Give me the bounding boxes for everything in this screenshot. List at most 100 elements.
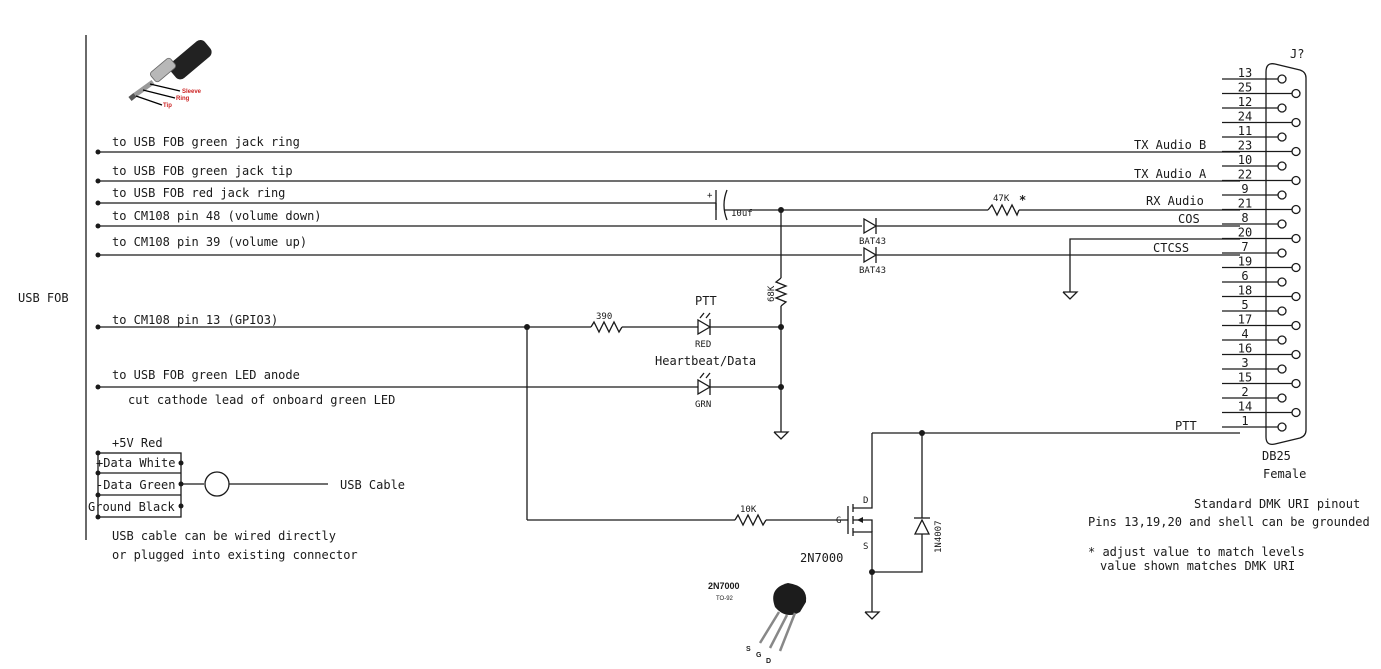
db25-pin-number: 11 (1238, 124, 1252, 138)
db25-pin-hole (1277, 190, 1287, 200)
db25-pin-hole (1277, 161, 1287, 171)
wire-label: to CM108 pin 13 (GPIO3) (112, 313, 278, 327)
mosfet-gate-label: G (836, 516, 841, 526)
db25-pin-hole (1277, 277, 1287, 287)
cap-value-label: 10uf (731, 209, 753, 219)
mosfet-drain-label: D (863, 496, 868, 506)
led-grn-color: GRN (695, 400, 711, 410)
db25-pin-hole (1291, 291, 1301, 302)
db25-pin-hole (1291, 233, 1301, 244)
heartbeat-led-path (98, 372, 781, 396)
pkg-name: 2N7000 (708, 581, 740, 591)
connector-sub: Female (1263, 467, 1306, 481)
cap-plus-label: + (707, 191, 713, 201)
ptt-output-path (872, 430, 1240, 573)
cos-path (98, 217, 1240, 235)
mosfet-name: 2N7000 (800, 551, 843, 565)
db25-pin-number: 24 (1238, 110, 1252, 124)
wire-label: to CM108 pin 39 (volume up) (112, 235, 307, 249)
wire-label: to USB FOB red jack ring (112, 186, 285, 200)
signal-ptt: PTT (1175, 419, 1197, 433)
signal-tx-audio-b: TX Audio B (1134, 138, 1206, 152)
db25-pin-number: 17 (1238, 313, 1252, 327)
led-red-color: RED (695, 340, 711, 350)
db25-pin-hole (1277, 335, 1287, 345)
signal-rx-audio: RX Audio (1146, 194, 1204, 208)
signal-cos: COS (1178, 212, 1200, 226)
db25-pin-hole (1277, 364, 1287, 374)
usb-note-line2: or plugged into existing connector (112, 548, 358, 562)
cut-cathode-note: cut cathode lead of onboard green LED (128, 393, 395, 407)
wire-label: to USB FOB green jack ring (112, 135, 300, 149)
wire-endpoints (95, 149, 101, 390)
db25-pin-number: 6 (1241, 269, 1248, 283)
signal-ctcss: CTCSS (1153, 241, 1189, 255)
db25-pin-number: 2 (1241, 385, 1248, 399)
ctcss-path (98, 246, 1240, 264)
connector-ref: J? (1290, 47, 1304, 61)
db25-pin-number: 1 (1241, 414, 1248, 428)
bus-68k (773, 210, 790, 440)
db25-pin-hole (1277, 422, 1287, 432)
db25-pin-hole (1291, 349, 1301, 360)
db25-pin-number: 15 (1238, 371, 1252, 385)
db25-pin-hole (1277, 132, 1287, 142)
db25-pin-hole (1277, 219, 1287, 229)
usb-pin-label: Ground Black (88, 500, 175, 514)
db25-pin-number: 3 (1241, 356, 1248, 370)
note-adjust1: * adjust value to match levels (1088, 545, 1305, 559)
db25-pin-hole (1291, 262, 1301, 273)
db25-pins: 1325122411231022921820719618517416315214… (1222, 66, 1301, 432)
db25-pin-number: 9 (1241, 182, 1248, 196)
db25-pin-number: 20 (1238, 226, 1252, 240)
db25-pin-number: 22 (1238, 168, 1252, 182)
db25-pin-hole (1291, 320, 1301, 331)
db25-pin-number: 5 (1241, 298, 1248, 312)
diode2-label: BAT43 (859, 266, 886, 276)
pkg-pin-label: G (756, 652, 762, 659)
db25-pin-hole (1291, 204, 1301, 215)
wire-label: to USB FOB green jack tip (112, 164, 293, 178)
usb-pin-label: +5V Red (112, 436, 163, 450)
wire-label: to USB FOB green LED anode (112, 368, 300, 382)
mosfet-source-label: S (863, 542, 868, 552)
db25-pin-hole (1291, 146, 1301, 157)
signal-tx-audio-a: TX Audio A (1134, 167, 1207, 181)
db25-connector: J? DB25 Female (1262, 47, 1307, 481)
usb-cable-label: USB Cable (340, 478, 405, 492)
db25-pin-hole (1291, 378, 1301, 389)
pin20-ground (1062, 238, 1240, 300)
pkg-pin-label: D (766, 658, 771, 665)
db25-pin-number: 7 (1241, 240, 1248, 254)
usb-fob-label: USB FOB (18, 291, 69, 305)
db25-pin-number: 4 (1241, 327, 1248, 341)
gate-drive-path (526, 327, 848, 527)
db25-pin-number: 10 (1238, 153, 1252, 167)
r390-label: 390 (596, 312, 612, 322)
db25-pin-number: 23 (1238, 139, 1252, 153)
db25-pin-number: 16 (1238, 342, 1252, 356)
db25-pin-hole (1277, 393, 1287, 403)
db25-pin-number: 18 (1238, 284, 1252, 298)
usb-cable-block (95, 450, 328, 520)
jack-sleeve-label: Sleeve (182, 89, 202, 95)
diode1-label: BAT43 (859, 237, 886, 247)
pkg-type: TO-92 (716, 596, 734, 602)
wire-label: to CM108 pin 48 (volume down) (112, 209, 322, 223)
db25-pin-hole (1277, 306, 1287, 316)
note-pinout: Standard DMK URI pinout (1194, 497, 1360, 511)
usb-pin-label: -Data Green (96, 478, 175, 492)
diode3-label: 1N4007 (934, 520, 944, 553)
db25-pin-number: 25 (1238, 81, 1252, 95)
db25-pin-number: 21 (1238, 197, 1252, 211)
r47k-asterisk: * (1019, 193, 1026, 207)
db25-pin-number: 14 (1238, 400, 1252, 414)
mosfet-symbol (847, 433, 881, 620)
led-red-name: PTT (695, 294, 717, 308)
db25-pin-hole (1291, 117, 1301, 128)
jack-tip-label: Tip (163, 103, 172, 109)
note-adjust2: value shown matches DMK URI (1100, 559, 1295, 573)
r68k-label: 68K (767, 285, 777, 302)
